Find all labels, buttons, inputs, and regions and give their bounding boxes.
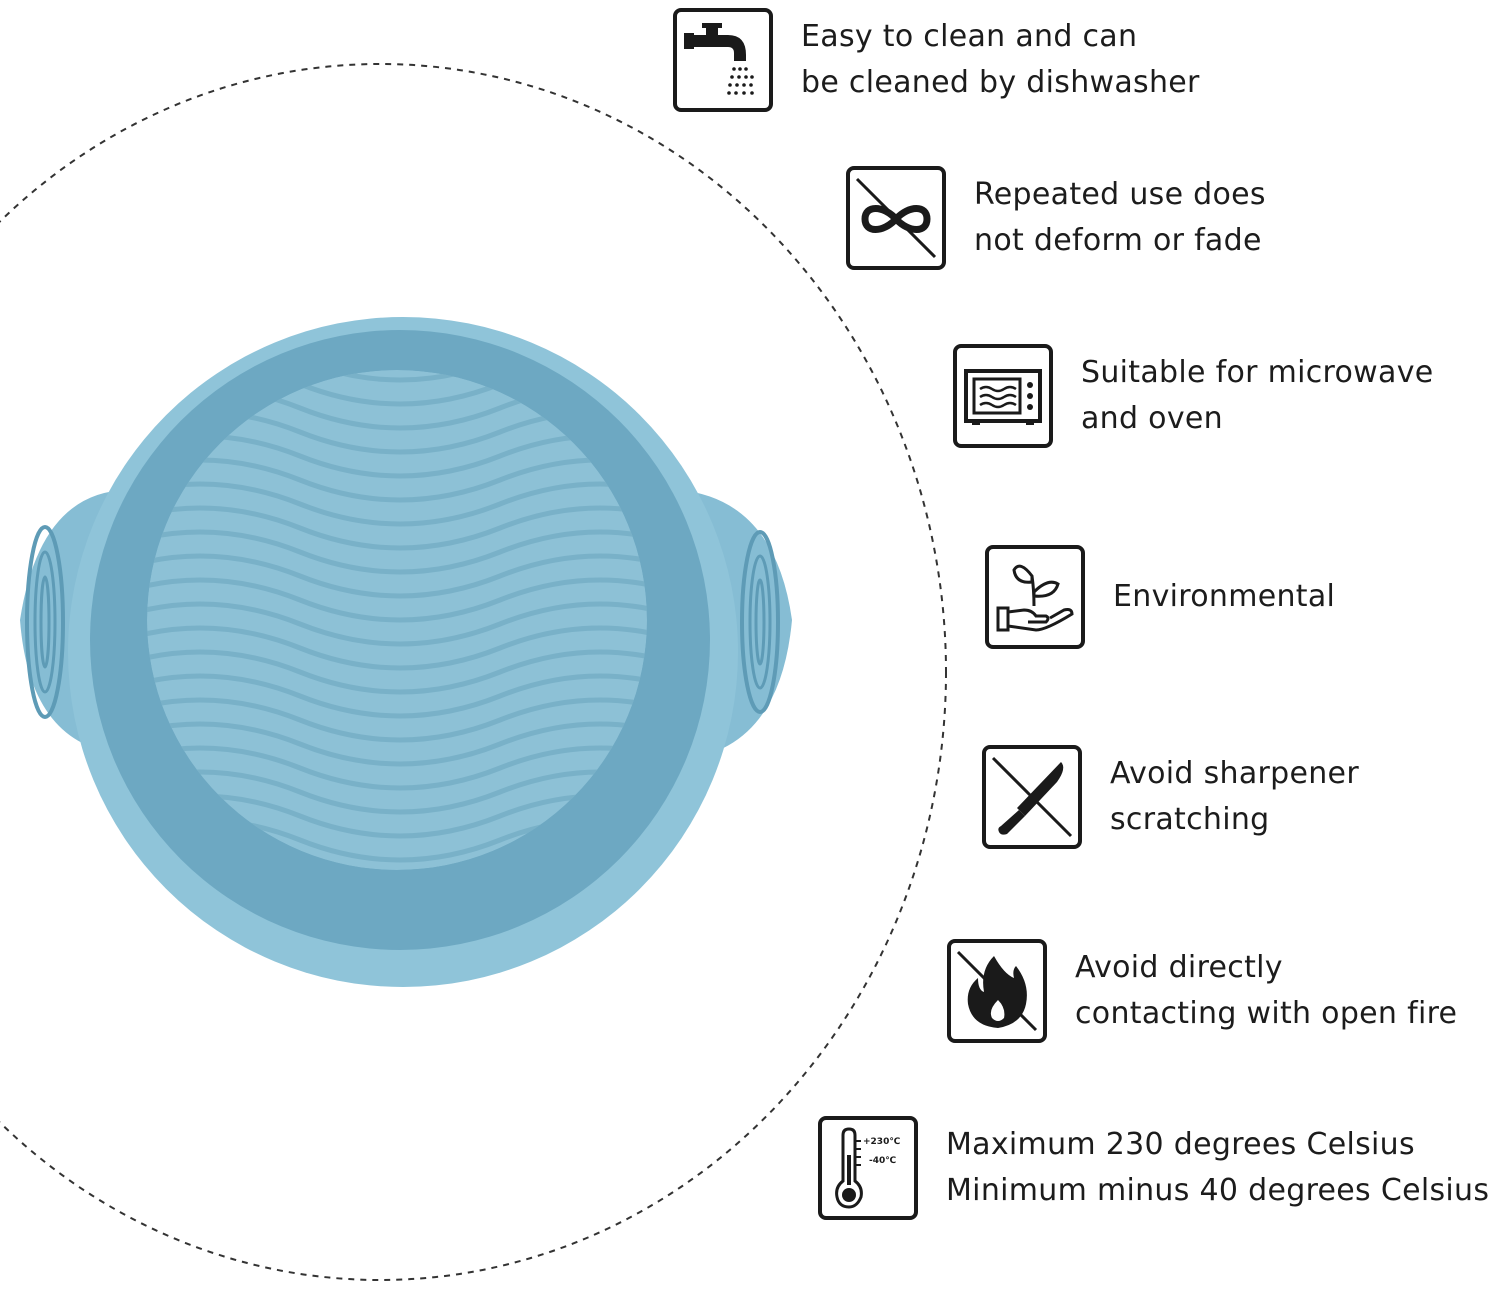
feature-line: Repeated use does [974,177,1266,212]
feature-temperature-range: +230℃ -40℃ Maximum 230 degrees Celsius M… [818,1116,1489,1220]
dashed-circle-outline [0,63,947,1281]
feature-text: Environmental [1113,574,1335,620]
feature-environmental: Environmental [985,545,1335,649]
feature-line: be cleaned by dishwasher [801,65,1200,100]
no-deform-icon [846,166,946,270]
no-fire-icon [947,939,1047,1043]
feature-text: Easy to clean and can be cleaned by dish… [801,14,1200,106]
feature-line: not deform or fade [974,223,1262,258]
feature-microwave-oven: Suitable for microwave and oven [953,344,1434,448]
feature-line: Avoid directly [1075,950,1283,985]
feature-no-open-fire: Avoid directly contacting with open fire [947,939,1457,1043]
feature-text: Avoid directly contacting with open fire [1075,945,1457,1037]
feature-dishwasher: Easy to clean and can be cleaned by dish… [673,8,1200,112]
max-temp-label: +230℃ [863,1137,900,1147]
feature-no-deform: Repeated use does not deform or fade [846,166,1266,270]
feature-line: contacting with open fire [1075,996,1458,1031]
hand-plant-icon [985,545,1085,649]
feature-text: Suitable for microwave and oven [1081,350,1434,442]
no-knife-icon [982,745,1082,849]
min-temp-label: -40℃ [869,1156,896,1166]
cake-pan-image [20,317,792,987]
feature-line: Easy to clean and can [801,19,1138,54]
feature-line: Maximum 230 degrees Celsius [946,1127,1415,1162]
feature-line: and oven [1081,401,1223,436]
feature-text: Repeated use does not deform or fade [974,172,1266,264]
feature-text: Avoid sharpener scratching [1110,751,1359,843]
feature-line: Environmental [1113,579,1336,614]
microwave-icon [953,344,1053,448]
feature-line: scratching [1110,802,1270,837]
feature-line: Minimum minus 40 degrees Celsius [946,1173,1490,1208]
feature-text: Maximum 230 degrees Celsius Minimum minu… [946,1122,1489,1214]
faucet-icon [673,8,773,112]
feature-line: Avoid sharpener [1110,756,1359,791]
thermometer-icon: +230℃ -40℃ [818,1116,918,1220]
feature-no-scratch: Avoid sharpener scratching [982,745,1359,849]
feature-line: Suitable for microwave [1081,355,1434,390]
